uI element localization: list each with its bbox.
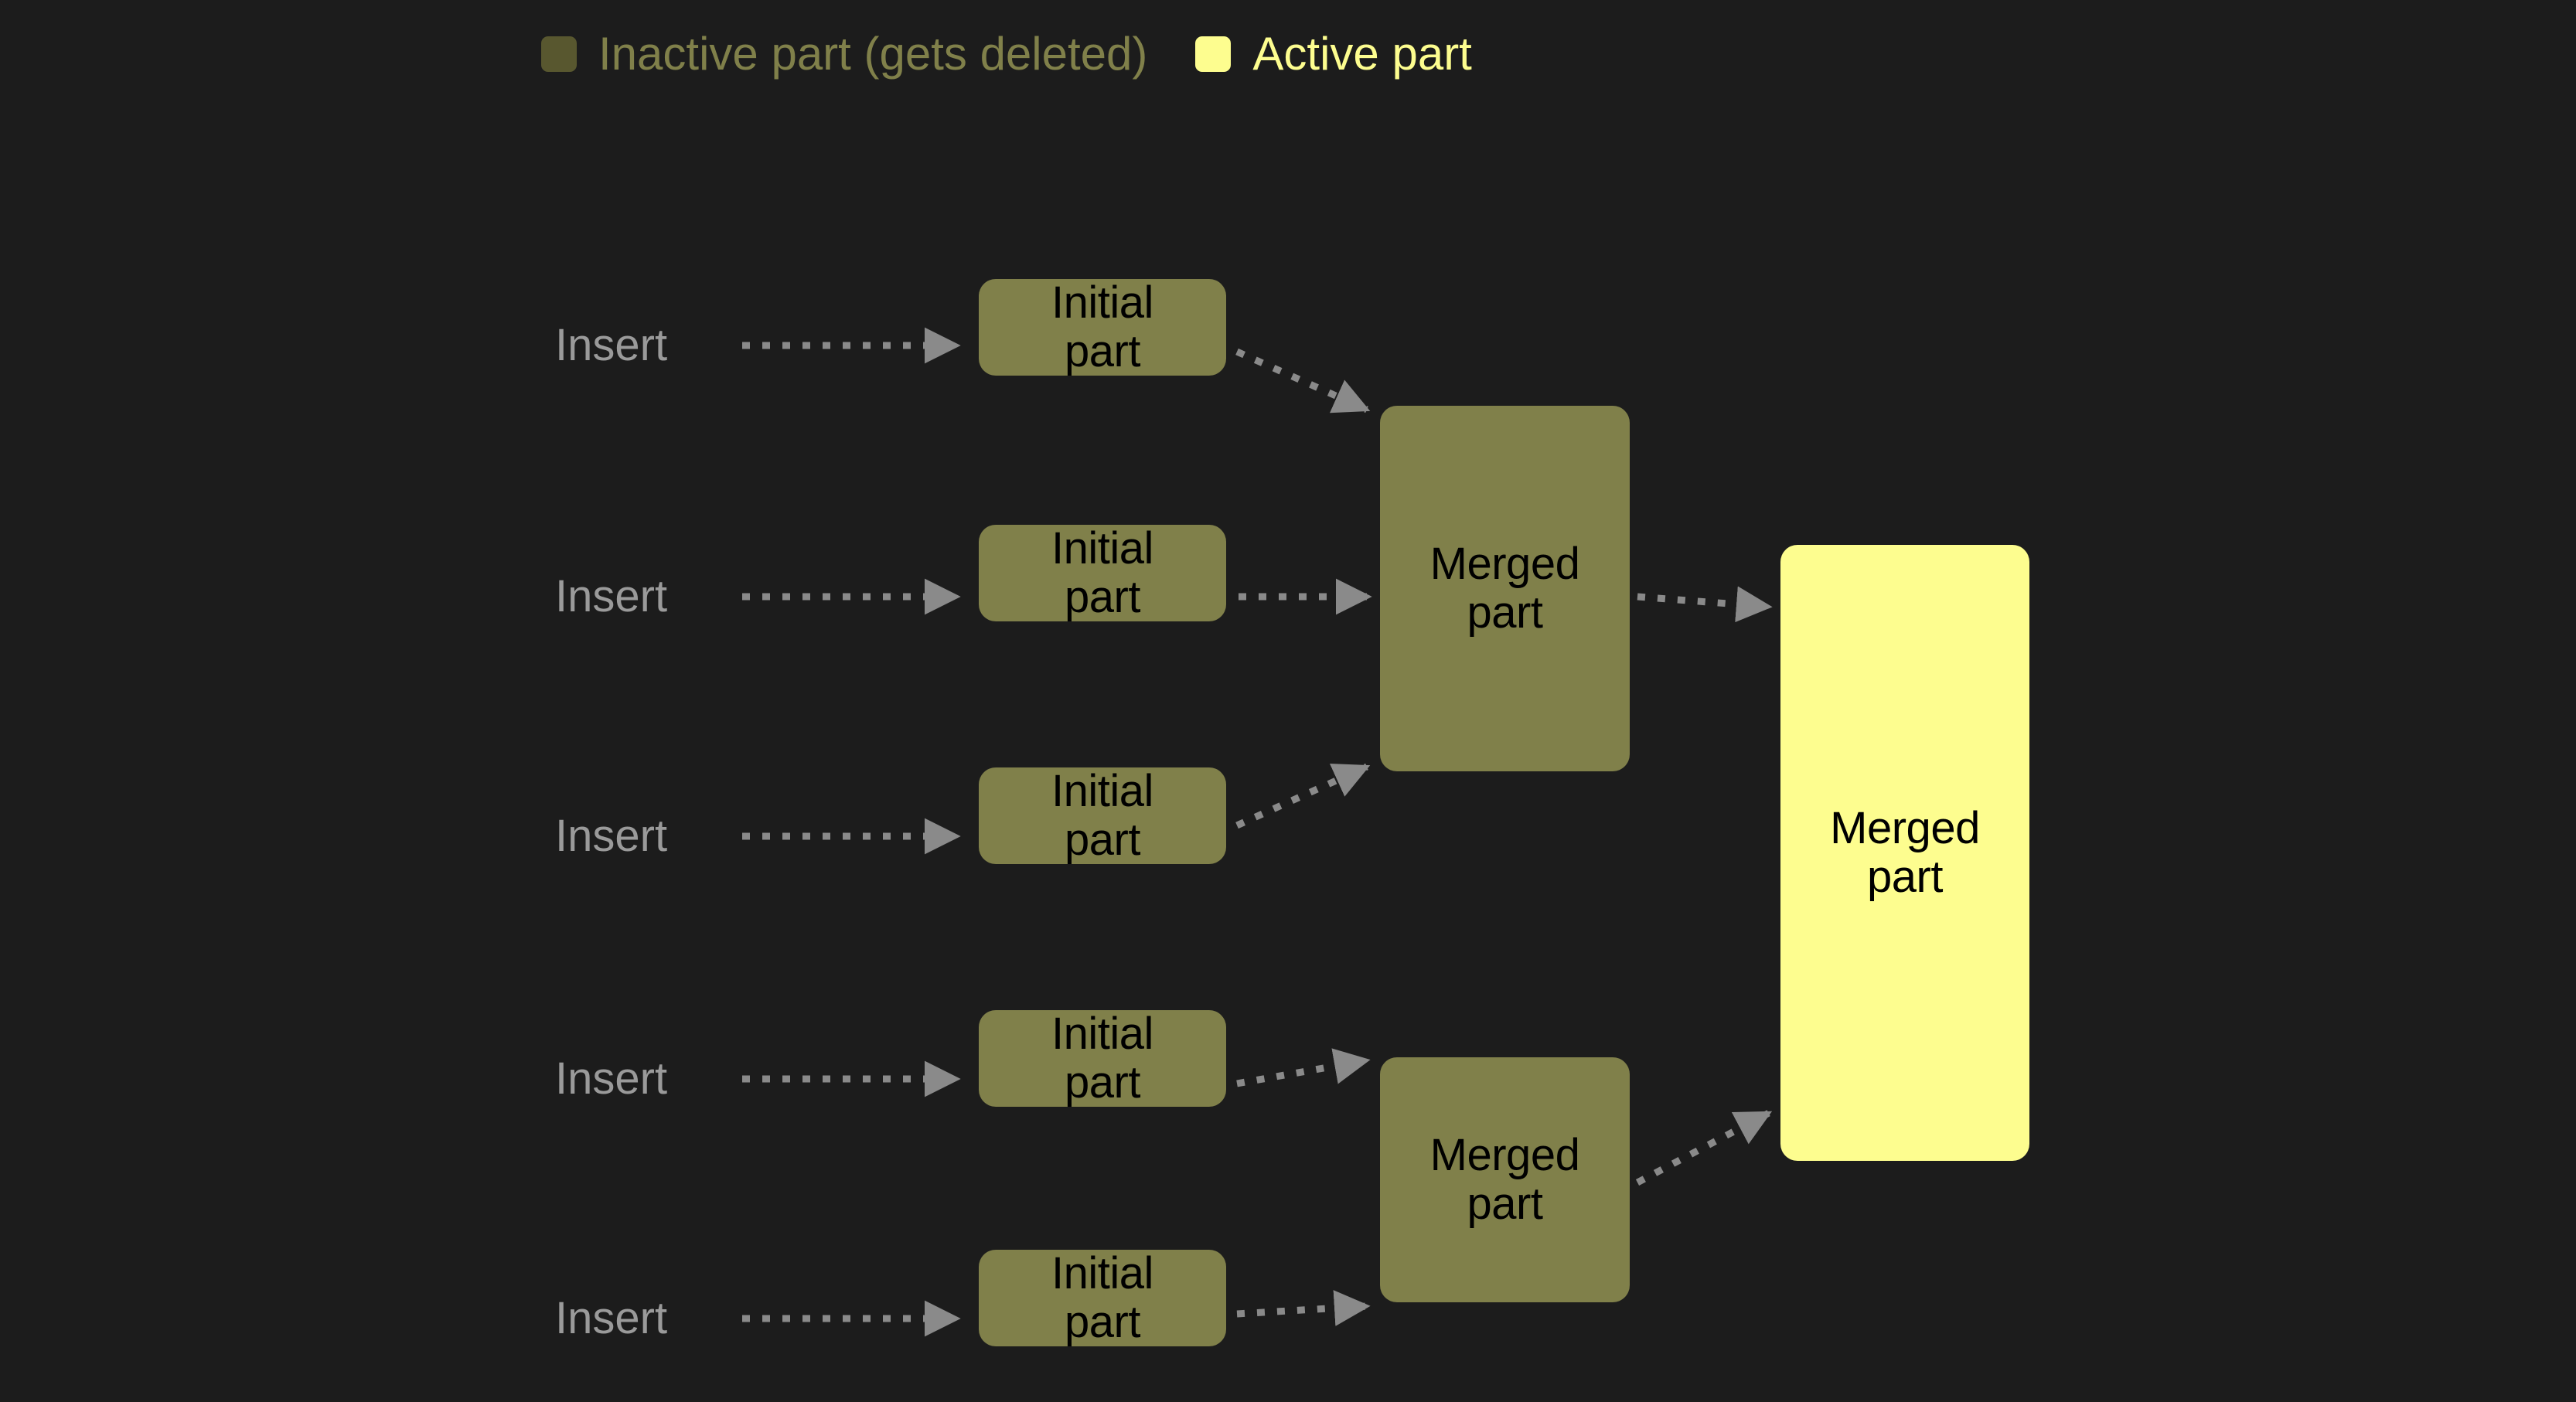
node-initial-part-1-line1: Initial	[1051, 277, 1153, 328]
legend: Inactive part (gets deleted) Active part	[541, 23, 1472, 85]
legend-label-inactive-part: Inactive part (gets deleted)	[598, 28, 1148, 80]
node-merged-part-top-line2: part	[1467, 587, 1543, 638]
insert-label-3: Insert	[555, 811, 668, 861]
legend-label-active-part: Active part	[1252, 28, 1472, 80]
node-merged-part-bottom-line1: Merged	[1429, 1129, 1580, 1180]
arrow-initial3-to-merged-top	[1235, 763, 1371, 829]
active-part-swatch-icon	[1195, 36, 1232, 72]
arrow-initial4-to-merged-bottom	[1236, 1048, 1371, 1087]
node-initial-part-2-line1: Initial	[1051, 522, 1153, 573]
insert-label-2: Insert	[555, 571, 668, 621]
node-initial-part-1-line2: part	[1065, 325, 1140, 376]
arrow-merged-top-to-final	[1637, 586, 1773, 623]
node-initial-part-5-line2: part	[1065, 1296, 1140, 1347]
legend-item-active-part: Active part	[1195, 23, 1472, 85]
arrow-initial1-to-merged-top	[1235, 348, 1371, 413]
node-merged-part-bottom-line2: part	[1467, 1178, 1543, 1229]
insert-label-1: Insert	[555, 320, 668, 370]
node-initial-part-4-line2: part	[1065, 1057, 1140, 1108]
inactive-part-swatch-icon	[541, 36, 577, 72]
node-merged-part-top-line1: Merged	[1429, 538, 1580, 589]
node-initial-part-3-line2: part	[1065, 814, 1140, 865]
node-initial-part-4-line1: Initial	[1051, 1008, 1153, 1059]
node-initial-part-3-line1: Initial	[1051, 765, 1153, 816]
node-initial-part-2-line2: part	[1065, 571, 1140, 622]
arrow-initial5-to-merged-bottom	[1236, 1290, 1371, 1326]
arrow-merged-bottom-to-final	[1635, 1110, 1773, 1186]
node-initial-part-5-line1: Initial	[1051, 1247, 1153, 1298]
insert-label-5: Insert	[555, 1293, 668, 1343]
insert-label-4: Insert	[555, 1053, 668, 1104]
legend-item-inactive-part: Inactive part (gets deleted)	[541, 23, 1147, 85]
node-merged-part-active-line1: Merged	[1830, 802, 1980, 853]
node-merged-part-active-line2: part	[1867, 851, 1943, 902]
